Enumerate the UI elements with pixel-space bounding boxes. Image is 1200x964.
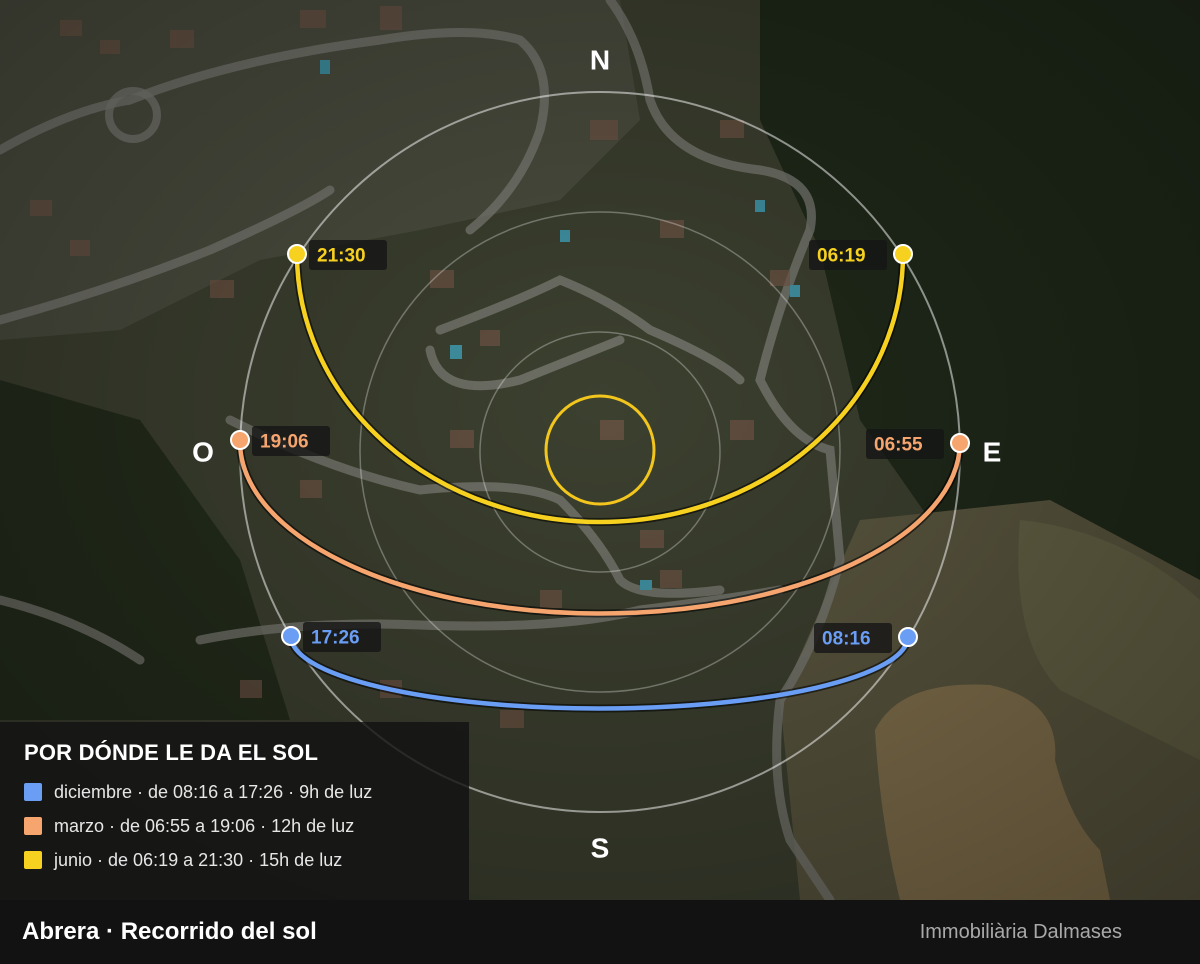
sunset-label-bg (303, 622, 381, 652)
legend-item-label: junio · de 06:19 a 21:30 · 15h de luz (54, 849, 343, 870)
sunrise-label-bg (866, 429, 944, 459)
compass-east-label: E (983, 437, 1002, 468)
sunset-label-bg (252, 426, 330, 456)
compass-west-label: O (192, 437, 214, 468)
sun-path-june: 06:19 21:30 (287, 240, 913, 526)
sun-path-december: 08:16 17:26 (281, 622, 918, 713)
sun-path-line (294, 253, 906, 525)
sun-path-march: 06:55 19:06 (230, 426, 970, 618)
footer-bar: Abrera · Recorrido del sol Immobiliària … (0, 900, 1200, 964)
legend-item-label: diciembre · de 08:16 a 17:26 · 9h de luz (54, 781, 373, 802)
sun-path-arcs: 06:19 21:30 06:55 19:06 08:16 17:26 (230, 240, 970, 713)
compass-south-label: S (591, 833, 610, 864)
compass-guide-ring (479, 331, 721, 573)
sunset-time-label: 19:06 (260, 432, 309, 453)
legend-swatch (24, 783, 42, 801)
legend-item-june: junio · de 06:19 a 21:30 · 15h de luz (24, 848, 342, 872)
sunrise-time-label: 06:19 (817, 246, 866, 267)
legend-title: POR DÓNDE LE DA EL SOL (24, 740, 319, 765)
sunrise-time-label: 08:16 (822, 629, 871, 650)
sunset-time-label: 21:30 (317, 246, 366, 267)
footer-brand: Immobiliària Dalmases (919, 921, 1122, 943)
house-location-ring (544, 394, 656, 506)
legend-item-december: diciembre · de 08:16 a 17:26 · 9h de luz (24, 780, 372, 804)
footer-title: Abrera · Recorrido del sol (22, 918, 317, 945)
sunset-marker (281, 626, 301, 646)
compass-north-label: N (590, 45, 610, 76)
sunrise-marker (893, 244, 913, 264)
sun-path-line (288, 635, 911, 711)
sunset-label-bg (309, 240, 387, 270)
legend-swatch (24, 851, 42, 869)
sunrise-label-bg (809, 240, 887, 270)
sunset-marker (287, 244, 307, 264)
sunrise-marker (898, 627, 918, 647)
sunrise-marker (950, 433, 970, 453)
sunrise-time-label: 06:55 (874, 435, 923, 456)
legend-swatch (24, 817, 42, 835)
legend-panel: POR DÓNDE LE DA EL SOL diciembre · de 08… (0, 722, 469, 900)
sunrise-label-bg (814, 623, 892, 653)
legend-item-march: marzo · de 06:55 a 19:06 · 12h de luz (24, 814, 354, 838)
legend-item-label: marzo · de 06:55 a 19:06 · 12h de luz (54, 815, 355, 836)
compass-guide-ring (359, 211, 841, 693)
sunset-marker (230, 430, 250, 450)
sun-path-line (237, 439, 963, 616)
sunset-time-label: 17:26 (311, 628, 360, 649)
